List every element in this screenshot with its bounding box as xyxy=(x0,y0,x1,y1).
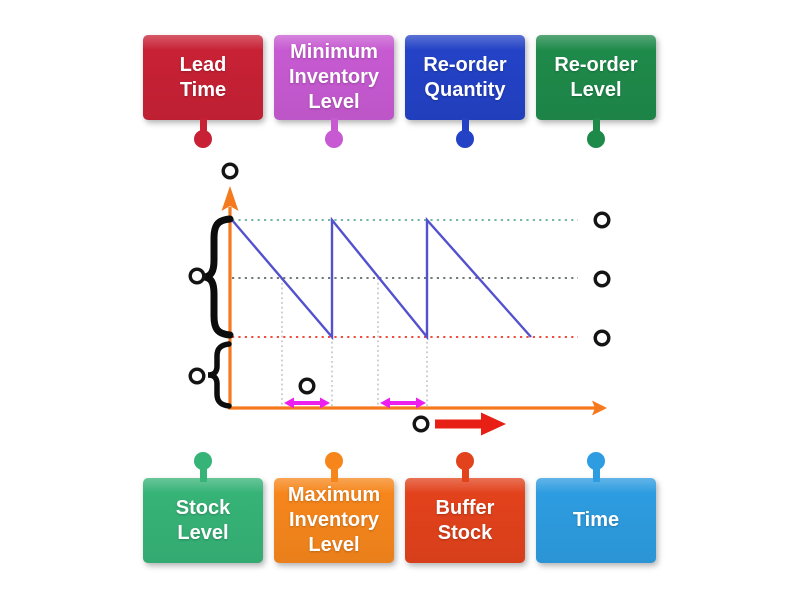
answer-target-top-line[interactable] xyxy=(593,211,611,229)
label-pin-icon xyxy=(456,452,474,470)
label-text: Stock Level xyxy=(175,496,231,544)
answer-target-bottom-line[interactable] xyxy=(593,329,611,347)
label-pin-stem xyxy=(330,464,338,482)
label-card-reorder-level[interactable]: Re-order Level xyxy=(536,35,656,148)
label-pin-stem xyxy=(461,464,469,482)
label-text: Minimum Inventory Level xyxy=(288,41,380,113)
label-pin-stem xyxy=(592,118,600,134)
label-card-lead-time[interactable]: Lead Time xyxy=(143,35,263,148)
answer-target-interval[interactable] xyxy=(298,377,316,395)
stock-level-sawtooth-line xyxy=(231,216,532,341)
answer-target-y-axis[interactable] xyxy=(221,162,239,180)
label-text: Re-order Quantity xyxy=(423,53,507,101)
label-pin-stem xyxy=(592,464,600,482)
label-pin-stem xyxy=(199,118,207,134)
label-pin-icon xyxy=(456,130,474,148)
upper-brace xyxy=(202,215,234,339)
label-pin-stem xyxy=(199,464,207,482)
x-axis-arrowhead-icon xyxy=(592,400,607,416)
y-axis-arrowhead-icon xyxy=(221,186,239,211)
label-text: Maximum Inventory Level xyxy=(287,484,381,556)
label-text: Time xyxy=(572,509,620,531)
lower-brace xyxy=(207,341,232,409)
label-pin-stem xyxy=(461,118,469,134)
label-card-buffer-stock[interactable]: Buffer Stock xyxy=(405,452,525,563)
label-pin-icon xyxy=(587,130,605,148)
answer-target-upper-brace[interactable] xyxy=(188,267,206,285)
label-pin-icon xyxy=(325,452,343,470)
label-text: Lead Time xyxy=(179,53,227,101)
label-text: Buffer Stock xyxy=(435,496,495,544)
lead-time-arrow-1-icon xyxy=(284,397,330,409)
answer-target-lower-brace[interactable] xyxy=(188,367,206,385)
label-pin-icon xyxy=(325,130,343,148)
label-card-maximum-inventory-level[interactable]: Maximum Inventory Level xyxy=(274,452,394,563)
label-card-minimum-inventory-level[interactable]: Minimum Inventory Level xyxy=(274,35,394,148)
label-card-time[interactable]: Time xyxy=(536,452,656,563)
label-pin-icon xyxy=(194,130,212,148)
answer-target-x-axis[interactable] xyxy=(412,415,430,433)
answer-target-middle-line[interactable] xyxy=(593,270,611,288)
label-pin-icon xyxy=(587,452,605,470)
label-card-reorder-quantity[interactable]: Re-order Quantity xyxy=(405,35,525,148)
label-pin-icon xyxy=(194,452,212,470)
label-pin-stem xyxy=(330,118,338,134)
label-text: Re-order Level xyxy=(554,53,638,101)
time-direction-arrow-icon xyxy=(435,412,506,436)
label-card-stock-level[interactable]: Stock Level xyxy=(143,452,263,563)
lead-time-arrow-2-icon xyxy=(380,397,426,409)
